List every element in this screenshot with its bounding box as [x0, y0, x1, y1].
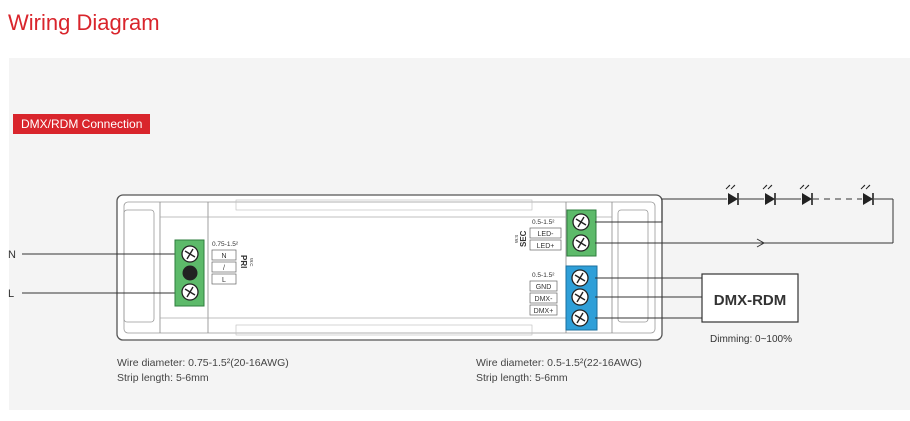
left-strip-length: Strip length: 5-6mm: [117, 372, 209, 384]
sec-side-label: SEC: [519, 230, 528, 247]
page-title: Wiring Diagram: [8, 10, 160, 35]
screw-terminal-icon: [182, 265, 198, 281]
dmx-terminal-block: [565, 265, 598, 331]
dmx-terminal-gnd: GND: [536, 284, 552, 291]
sec-wire-range: 0.5-1.5²: [532, 219, 555, 226]
input-l-label: L: [8, 288, 14, 300]
screw-terminal-icon: [571, 309, 589, 327]
left-wire-diameter: Wire diameter: 0.75-1.5²(20-16AWG): [117, 357, 289, 369]
sec-terminal-labels: LED- LED+: [529, 227, 562, 251]
dmx-rdm-controller: [701, 273, 799, 323]
screw-terminal-icon: [181, 283, 199, 301]
screw-terminal-icon: [181, 245, 199, 263]
pri-terminal-block: [174, 239, 205, 307]
right-wire-diameter: Wire diameter: 0.5-1.5²(22-16AWG): [476, 357, 642, 369]
led-string: [595, 184, 894, 248]
led-diode-icon: [860, 184, 874, 206]
driver-housing: [116, 194, 663, 341]
pri-side-small: W.C: [249, 258, 254, 267]
right-strip-length: Strip length: 5-6mm: [476, 372, 568, 384]
dmx-wiring: [595, 277, 702, 319]
sec-side-small: W.S: [514, 235, 519, 243]
right-wire-spec: Wire diameter: 0.5-1.5²(22-16AWG) Strip …: [476, 356, 642, 386]
sec-terminal-led-plus: LED+: [537, 243, 555, 250]
pri-terminal-labels: N / L: [211, 249, 237, 285]
sec-terminal-block: [566, 209, 597, 257]
flow-arrow-icon: [756, 238, 766, 248]
controller-label: DMX-RDM: [714, 292, 787, 309]
led-diode-icon: [799, 184, 813, 206]
dmx-terminal-dmx-plus: DMX+: [534, 308, 554, 315]
pri-terminal-l: L: [222, 277, 226, 284]
left-wire-spec: Wire diameter: 0.75-1.5²(20-16AWG) Strip…: [117, 356, 289, 386]
sec-terminal-led-minus: LED-: [538, 231, 555, 238]
dmx-terminal-labels: GND DMX- DMX+: [529, 280, 558, 316]
pri-side-label: PRI: [239, 255, 248, 268]
screw-terminal-icon: [572, 234, 590, 252]
dmx-wire-range: 0.5-1.5²: [532, 272, 555, 279]
input-n-label: N: [8, 249, 16, 261]
dimming-range: Dimming: 0~100%: [710, 334, 792, 345]
screw-terminal-icon: [572, 213, 590, 231]
pri-terminal-n: N: [221, 253, 226, 260]
pri-wire-range: 0.75-1.5²: [212, 241, 239, 248]
led-diode-icon: [725, 184, 739, 206]
dmx-terminal-dmx-minus: DMX-: [535, 296, 554, 303]
screw-terminal-icon: [571, 269, 589, 287]
led-diode-icon: [762, 184, 776, 206]
section-label: DMX/RDM Connection: [13, 114, 151, 134]
pri-terminal-slash: /: [223, 265, 225, 272]
screw-terminal-icon: [571, 288, 589, 306]
